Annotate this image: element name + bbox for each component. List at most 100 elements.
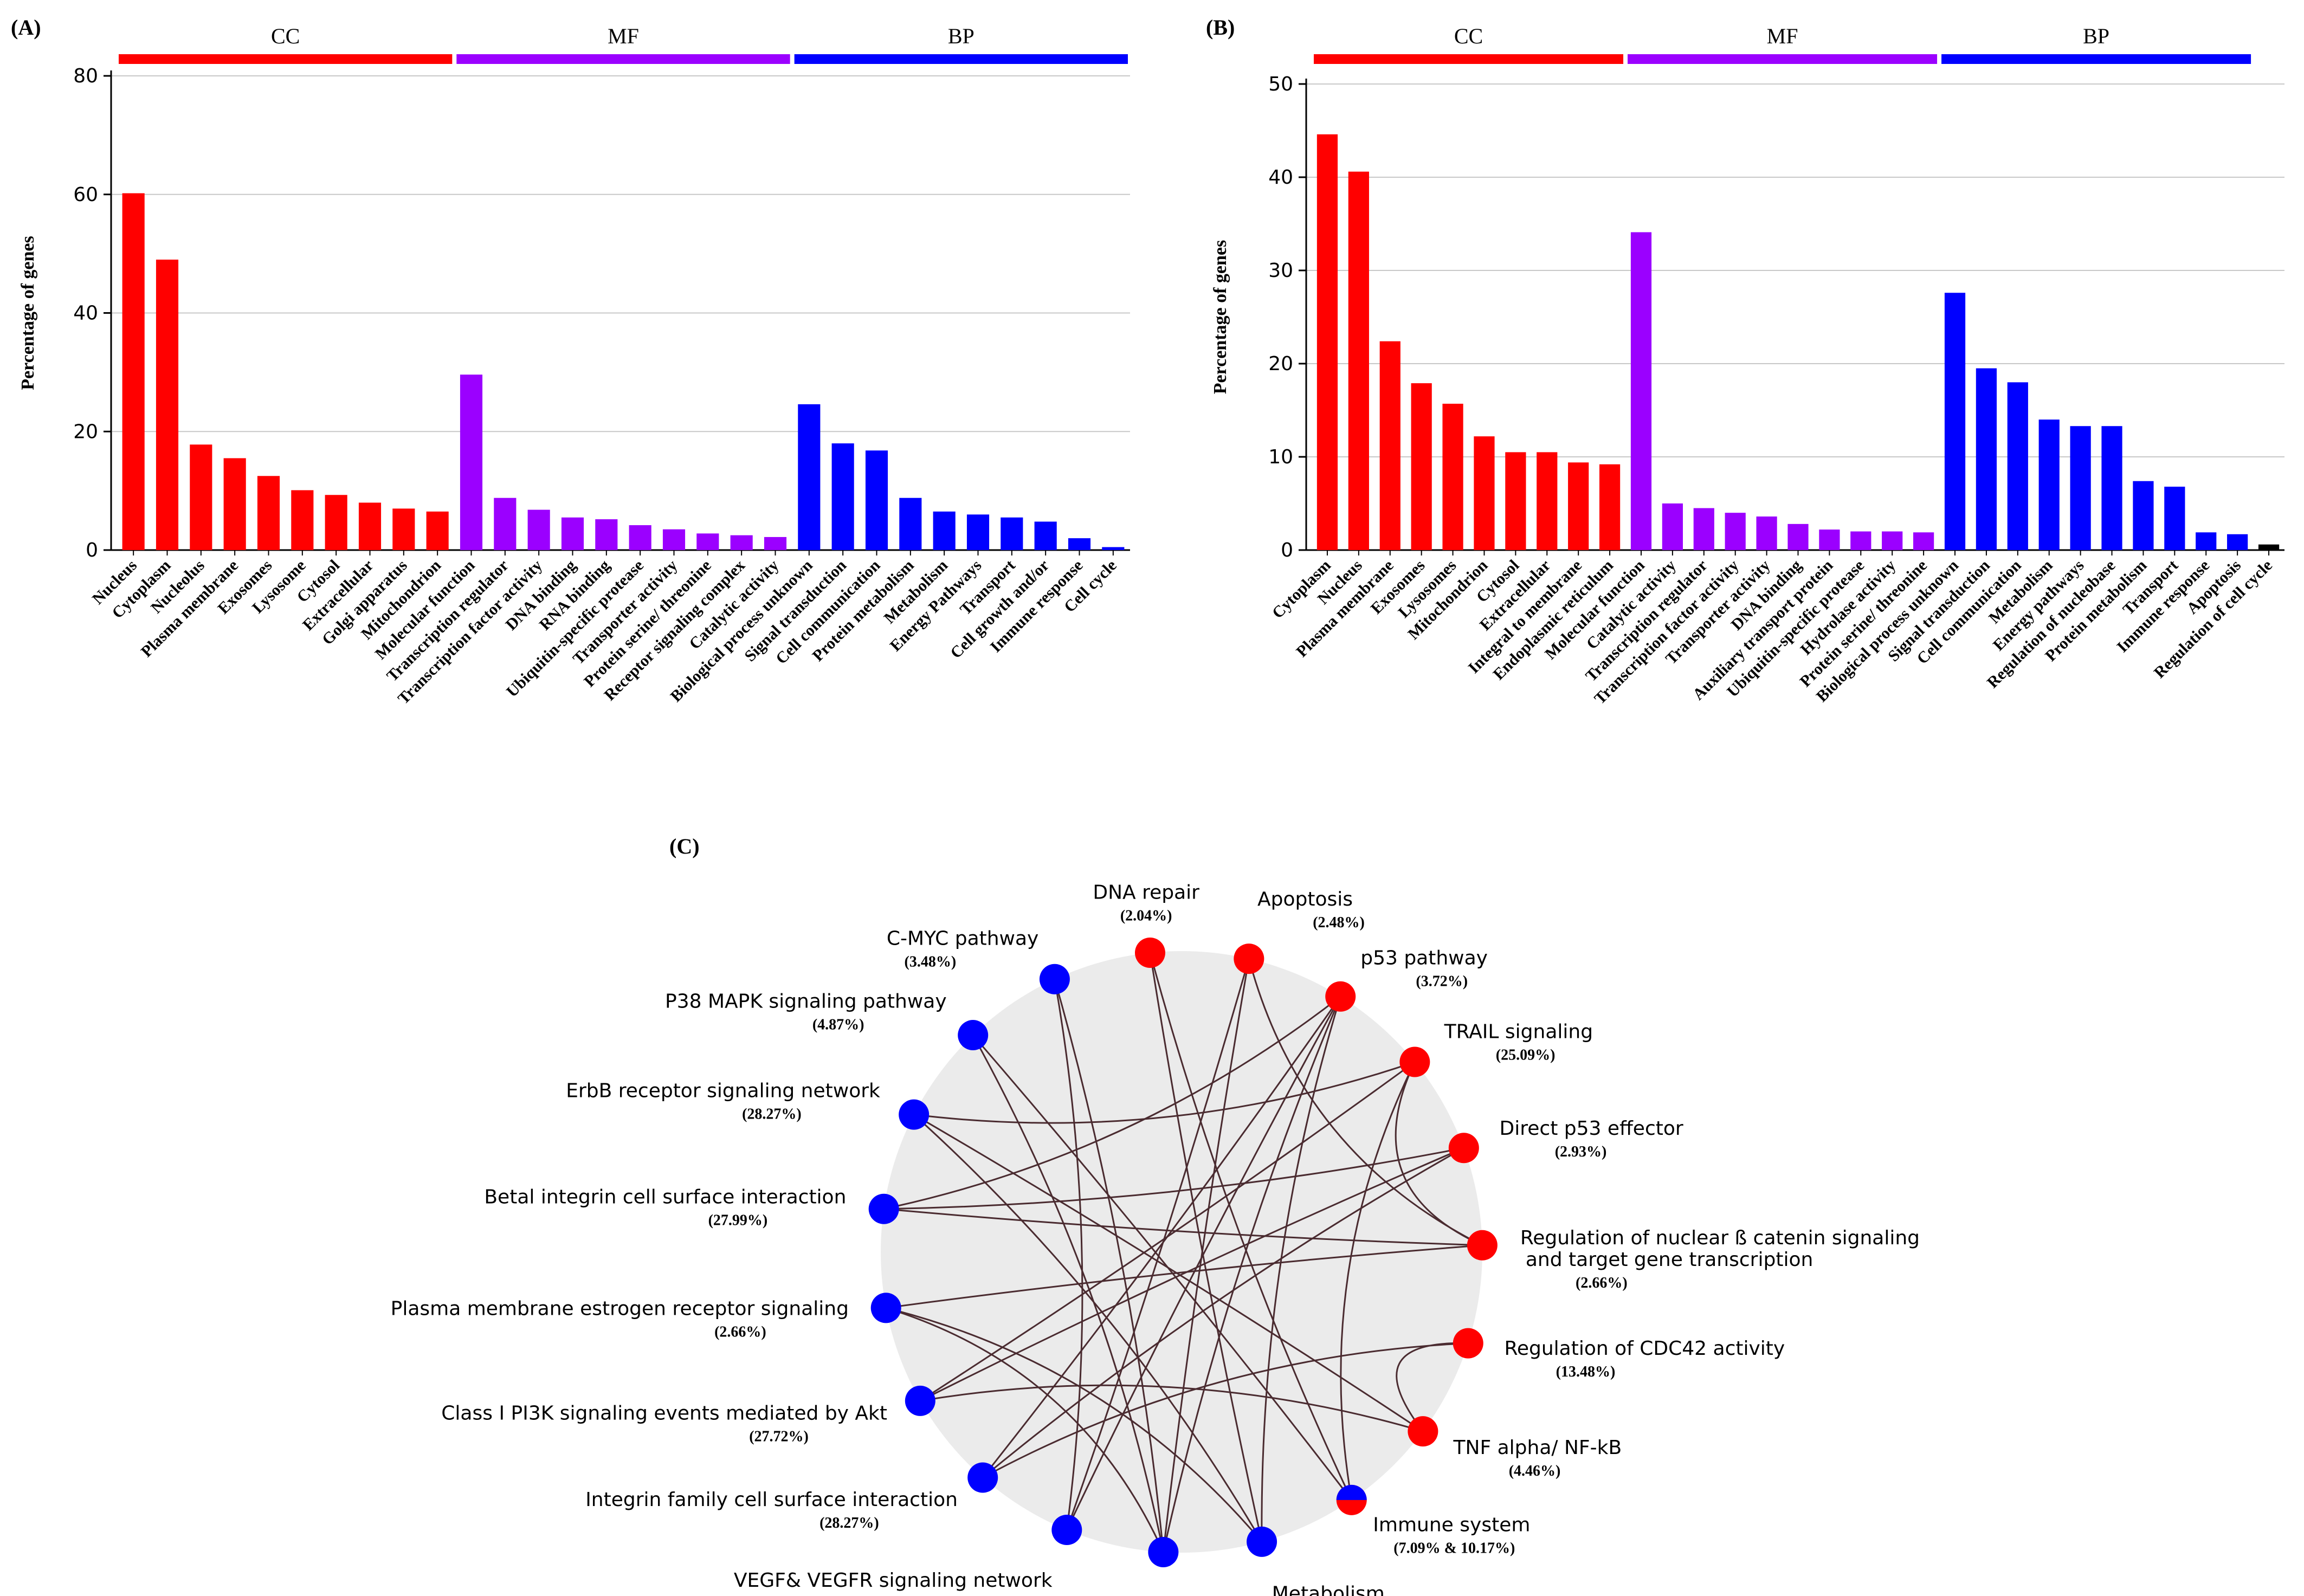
panel-c-edge [982,1147,1464,1478]
panel-c-label-cell-cycle-mitotic: Cell cycle, Mitotic [1075,1594,1247,1596]
panel-c-label-trail-signaling: TRAIL signaling [1444,1020,1593,1043]
panel-b-bar-nucleus [1348,171,1369,550]
panel-b-bar-regulation-of-cell-cycle [2258,544,2280,550]
panel-a-bar-lysosome [291,490,314,550]
panel-c-pct-p53-pathway: (3.72%) [1416,973,1468,990]
panel-c-pct-p38-mapk-signaling-pathway: (4.87%) [812,1017,864,1033]
panel-b-bar-lysosomes [1442,403,1463,550]
panel-c-edge [886,1307,1164,1553]
panel-c-edge [1066,958,1250,1530]
panel-c-edge [1054,979,1083,1530]
panel-c-pct-tnf-alpha-nf-kb: (4.46%) [1509,1463,1561,1479]
panel-c-label-plasma-membrane-estrogen-receptor-signaling: Plasma membrane estrogen receptor signal… [391,1297,849,1320]
panel-c-node-dna-repair [1134,938,1165,968]
panel-a-bar-biological-process-unknown [798,404,821,550]
panel-a-bar-nucleolus [190,444,212,550]
panel-a-group-label-bp: BP [948,24,974,48]
panel-c-pct-integrin-family-cell-surface-interaction: (28.27%) [819,1515,879,1532]
panel-b-bar-catalytic-activity [1662,503,1683,550]
panel-b-bar-transport [2164,487,2185,550]
panel-c-node-metabolism [1247,1526,1277,1557]
panel-c-edge [972,1035,1164,1553]
panel-c-edge [920,1147,1464,1402]
panel-c-network: (C)DNA repair(2.04%)Apoptosis(2.48%)p53 … [391,834,1920,1596]
panel-b-bar-biological-process-unknown [1944,293,1966,550]
panel-a-bar-transcription-factor-activity [527,509,550,550]
panel-a-bar-energy-pathways [966,514,990,550]
panel-c-pct-direct-p53-effector: (2.93%) [1555,1143,1607,1160]
panel-c-label-betal-integrin-cell-surface-interaction: Betal integrin cell surface interaction [484,1186,846,1209]
panel-c-node-tnf-alpha-nf-kb [1408,1416,1438,1447]
panel-c-edge [886,1244,1482,1309]
panel-c-label-p38-mapk-signaling-pathway: P38 MAPK signaling pathway [665,991,947,1013]
panel-c-label-regulation-of-cdc42-activity: Regulation of CDC42 activity [1504,1337,1785,1360]
panel-c-node-regulation-of-cdc42-activity [1453,1328,1483,1359]
panel-a-bar-transport [1001,517,1023,550]
panel-b-bar-transcription-factor-activity [1725,513,1746,550]
panel-a-y-tick-label: 60 [73,184,98,206]
panel-b-bar-transporter-activity [1756,516,1777,550]
panel-c-edge [920,1384,1423,1432]
panel-a-panel-label: (A) [11,15,41,40]
panel-a-bar-immune-response [1068,538,1091,550]
panel-c-edge [1248,958,1483,1246]
panel-a-bar-exosomes [257,476,280,550]
panel-c-node-cell-cycle-mitotic [1148,1536,1179,1567]
panel-c-node-erbb-receptor-signaling-network [899,1099,930,1130]
panel-c-label-immune-system: Immune system [1373,1514,1530,1536]
panel-b-group-label-bp: BP [2083,24,2109,48]
panel-a-group-label-cc: CC [271,24,300,48]
panel-a-bar-receptor-signaling-complex [730,535,753,550]
panel-a-bar-transporter-activity [662,529,686,550]
panel-c-pct-erbb-receptor-signaling-network: (28.27%) [742,1106,802,1123]
panel-c-edge [1149,952,1263,1542]
panel-b-bar-hydrolase-activity [1882,531,1903,550]
panel-c-panel-label: (C) [669,834,700,858]
panel-a-bar-cell-communication [865,450,888,550]
panel-a-group-bar-bp [794,54,1128,64]
panel-c-label-tnf-alpha-nf-kb: TNF alpha/ NF-kB [1453,1437,1622,1459]
panel-b-group-bar-mf [1628,54,1938,64]
panel-b-group-bar-bp [1941,54,2251,64]
panel-c-node-betal-integrin-cell-surface-interaction [868,1193,899,1224]
panel-c-pct-regulation-of-cdc42-activity: (13.48%) [1556,1364,1616,1380]
panel-c-background-circle [881,951,1482,1553]
panel-c-pct-trail-signaling: (25.09%) [1496,1046,1556,1063]
panel-c-pct-dna-repair: (2.04%) [1120,907,1172,924]
panel-b-y-tick-label: 30 [1268,260,1293,282]
panel-a-bar-rna-binding [595,519,618,550]
panel-b-group-label-mf: MF [1767,24,1798,48]
panel-a-bar-plasma-membrane [223,458,246,550]
panel-b-bar-extracellular [1537,452,1558,550]
panel-a-y-tick-label: 0 [86,539,98,561]
panel-a-bar-protein-serine-threonine [696,533,719,550]
panel-c-edge [1162,996,1341,1553]
panel-c-edge [1261,996,1341,1542]
panel-a-bar-dna-binding [561,517,584,550]
panel-b-bar-transcription-regulator [1693,508,1714,550]
panel-c-pct-regulation-of-nuclear-catenin-signaling: (2.66%) [1576,1275,1628,1291]
panel-b-bar-cytoplasm [1316,134,1338,550]
panel-b-bar-protein-metabolism [2133,481,2154,550]
panel-a-bar-protein-metabolism [899,497,922,550]
panel-a-y-tick-label: 80 [73,65,98,87]
panel-c-edge [982,996,1341,1478]
panel-b-bar-integral-to-membrane [1568,462,1589,550]
panel-c-label-apoptosis: Apoptosis [1257,888,1353,910]
panel-c-node-regulation-of-nuclear-catenin-signaling [1467,1230,1498,1261]
panel-a-y-tick-label: 40 [73,302,98,325]
panel-c-edge [972,1035,1352,1501]
panel-a-bar-signal-transduction [831,443,854,550]
panel-c-edge [1340,1061,1416,1501]
panel-a-bar-catalytic-activity [764,537,787,550]
panel-c-edge [883,1208,1482,1246]
panel-c-node-integrin-family-cell-surface-interaction [967,1462,998,1493]
panel-c-pct-immune-system: (7.09% & 10.17%) [1393,1540,1515,1557]
panel-c-pct-apoptosis: (2.48%) [1313,914,1365,931]
panel-c-label-metabolism: Metabolism [1272,1582,1385,1596]
panel-b-bar-cytosol [1505,452,1526,550]
panel-b-bar-exosomes [1411,383,1432,550]
